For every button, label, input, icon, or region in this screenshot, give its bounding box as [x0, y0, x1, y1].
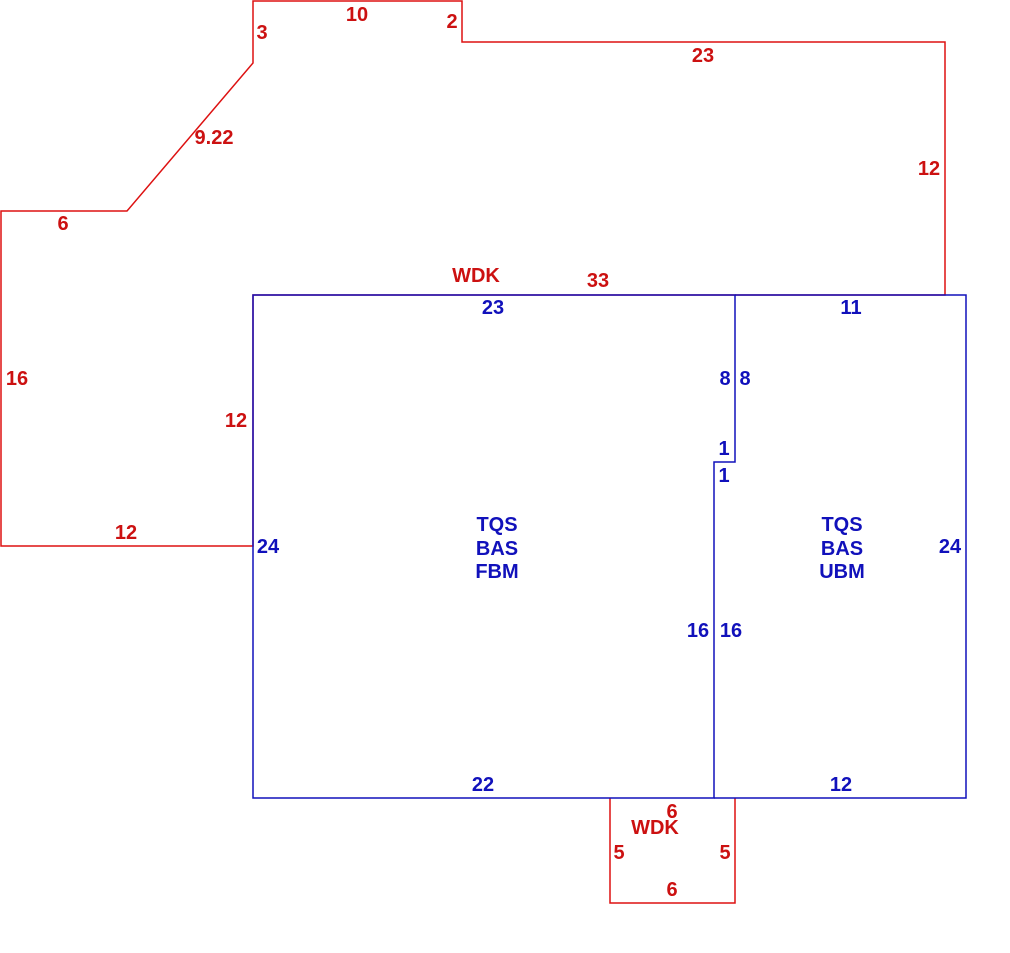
- ubm-dim-right: 24: [939, 536, 962, 558]
- fbm-dim-top: 23: [482, 297, 504, 319]
- wdk-top-dim-g: 6: [57, 213, 68, 235]
- fbm-label-line-1: TQS: [476, 514, 517, 536]
- fbm-dim-right-lower: 16: [687, 620, 709, 642]
- wdk-top-label: WDK: [452, 265, 500, 287]
- wdk-top-dim-c: 2: [446, 11, 457, 33]
- fbm-dim-right-upper: 8: [719, 368, 730, 390]
- wdk-top-dim-h: 33: [587, 270, 609, 292]
- wdk-top-dim-a: 3: [256, 22, 267, 44]
- fbm-label-line-3: FBM: [475, 561, 518, 583]
- wdk-top-dim-e: 12: [918, 158, 940, 180]
- ubm-dim-left-upper: 8: [739, 368, 750, 390]
- wdk-bottom-dim-left: 5: [613, 842, 624, 864]
- ubm-dim-top: 11: [840, 297, 861, 319]
- ubm-dim-left-lower: 16: [720, 620, 742, 642]
- ubm-label-line-3: UBM: [819, 561, 865, 583]
- ubm-dim-step: 1: [718, 465, 729, 487]
- wdk-bottom-outline: [609, 798, 736, 904]
- ubm-dim-bottom: 12: [830, 774, 852, 796]
- fbm-label-line-2: BAS: [476, 538, 518, 560]
- wdk-bottom-dim-top: 6: [666, 801, 677, 823]
- fbm-dim-left: 24: [257, 536, 280, 558]
- wdk-bottom-dim-bottom: 6: [666, 879, 677, 901]
- wdk-bottom-label: WDK: [631, 817, 679, 839]
- wdk-top-dim-j: 12: [225, 410, 247, 432]
- wdk-bottom-dim-right: 5: [719, 842, 730, 864]
- fbm-dim-step: 1: [718, 438, 729, 460]
- ubm-label-line-2: BAS: [821, 538, 863, 560]
- wdk-top-dim-i: 16: [6, 368, 28, 390]
- wdk-top-outline: [0, 0, 946, 547]
- wdk-top-dim-d: 23: [692, 45, 714, 67]
- bas-ubm-outline: [714, 294, 967, 799]
- wdk-top-dim-b: 10: [346, 4, 368, 26]
- wdk-top-dim-f: 9.22: [195, 127, 234, 149]
- wdk-top-dim-k: 12: [115, 522, 137, 544]
- fbm-dim-bottom: 22: [472, 774, 494, 796]
- ubm-label-line-1: TQS: [821, 514, 862, 536]
